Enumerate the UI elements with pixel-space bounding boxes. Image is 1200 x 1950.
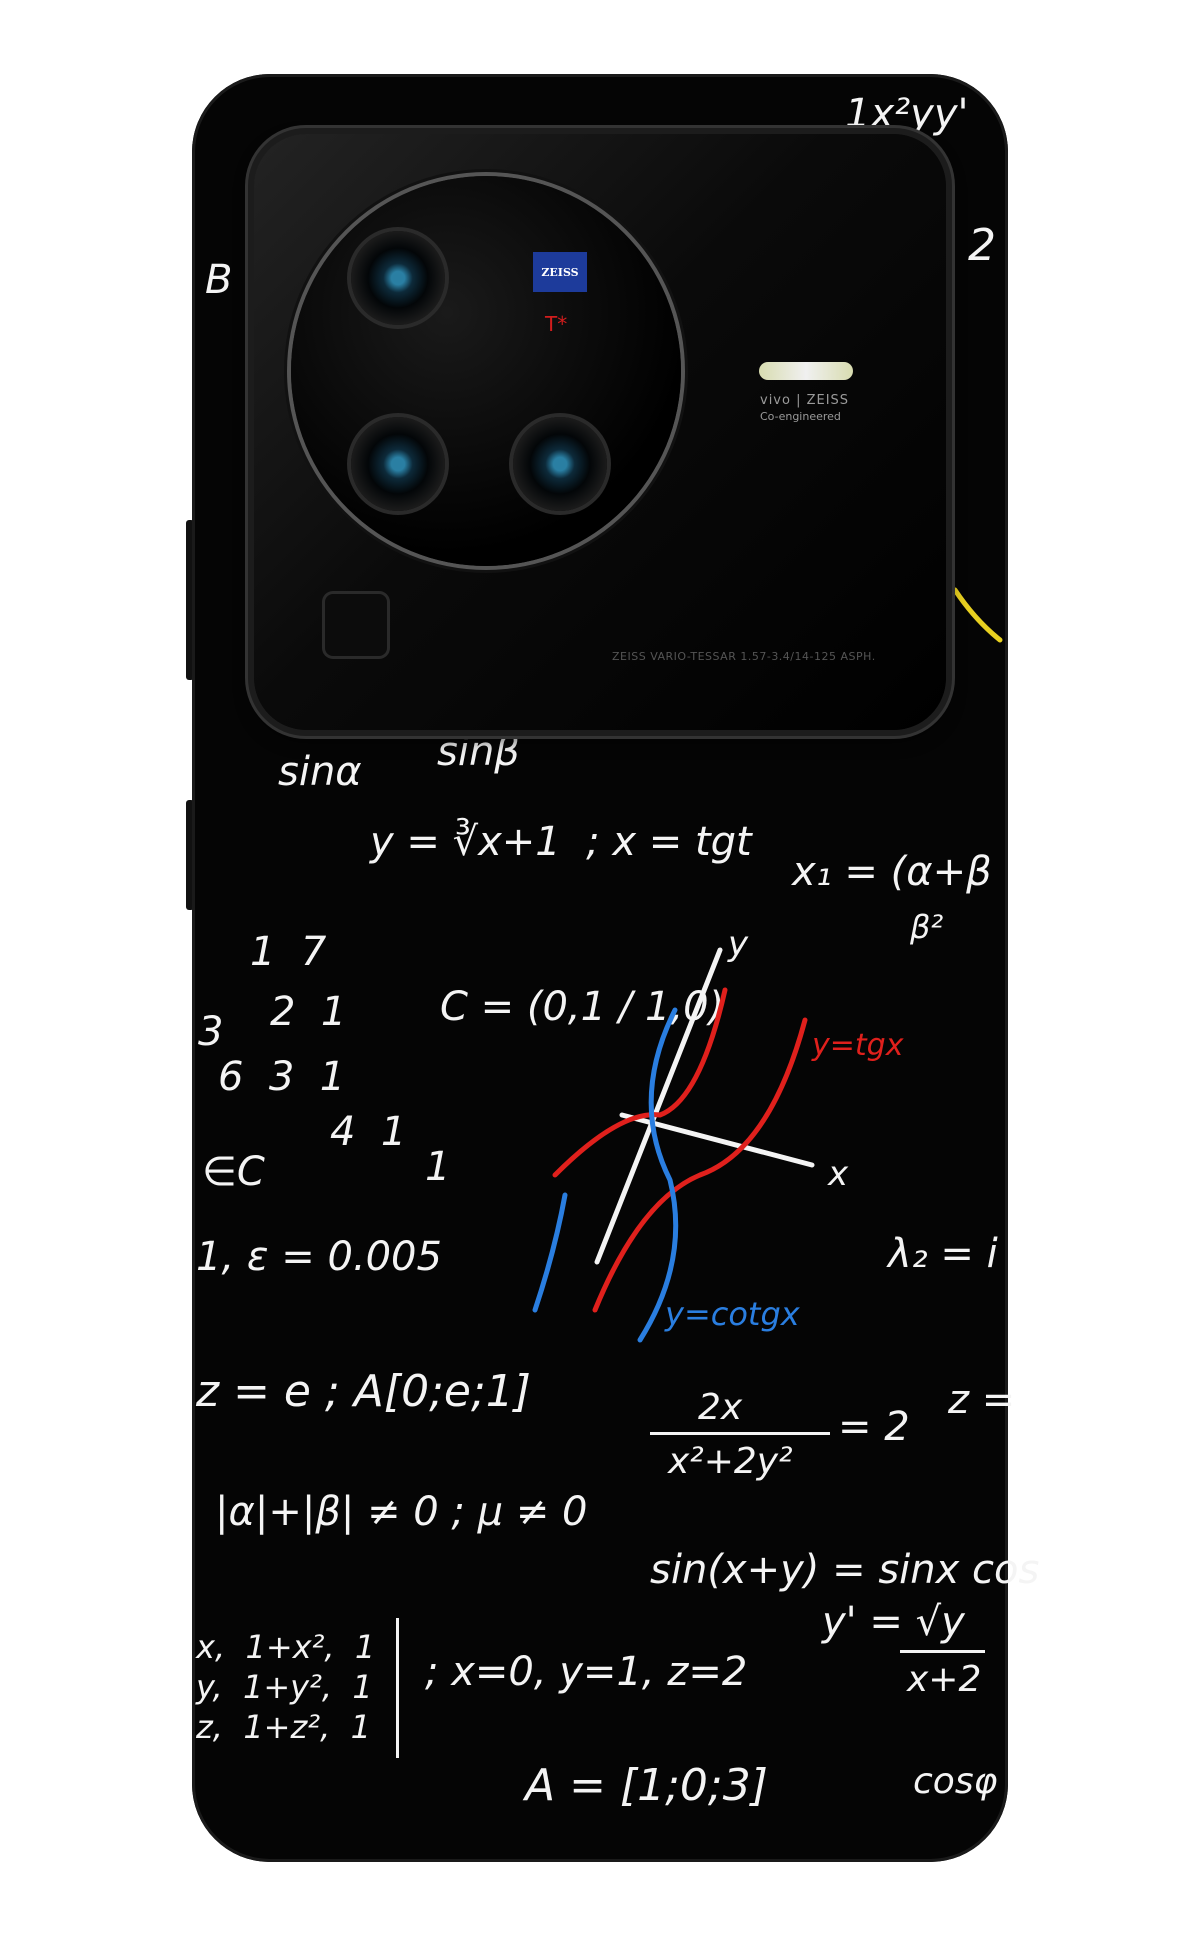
formula: 1 7: [250, 929, 327, 975]
formula: C = (0,1 / 1,0): [440, 984, 725, 1030]
formula: 2x: [698, 1387, 743, 1428]
formula: x, 1+x², 1: [196, 1628, 376, 1666]
formula: 2 1: [270, 989, 347, 1035]
formula: 2: [968, 220, 996, 271]
tangent-curve: [592, 1017, 808, 1313]
side-button-lower: [186, 800, 194, 910]
formula: β²: [910, 908, 944, 946]
t-star-mark: T*: [545, 312, 568, 336]
formula: sinβ: [437, 729, 520, 775]
formula: y, 1+y², 1: [196, 1668, 373, 1706]
graph-y-axis: [594, 947, 723, 1265]
axis-x-label: x: [827, 1154, 849, 1194]
periscope-sensor-icon: [325, 594, 387, 656]
lens-info: ZEISS VARIO-TESSAR 1.57-3.4/14-125 ASPH.: [612, 650, 876, 663]
formula: λ₂ = i: [888, 1231, 998, 1277]
brand-subline: Co-engineered: [760, 410, 841, 423]
tg-label: y=tgx: [811, 1028, 904, 1063]
formula: ∈C: [202, 1149, 265, 1195]
fraction-bar: [650, 1432, 830, 1435]
formula: 1: [425, 1144, 451, 1190]
fraction-bar: [900, 1650, 985, 1653]
formula: z = e ; A[0;e;1]: [196, 1366, 531, 1417]
formula: x²+2y²: [668, 1441, 793, 1482]
formula: 1x²yy': [845, 91, 969, 137]
formula: cosφ: [913, 1761, 998, 1802]
formula: |α|+|β| ≠ 0 ; μ ≠ 0: [215, 1489, 588, 1535]
cotg-label: y=cotgx: [664, 1295, 801, 1333]
camera-lens-icon: [351, 417, 445, 511]
matrix-bracket: [396, 1618, 399, 1758]
formula: sinα: [278, 749, 362, 795]
formula: z, 1+z², 1: [196, 1708, 371, 1746]
formula: B: [205, 257, 233, 303]
formula: A = [1;0;3]: [525, 1760, 768, 1811]
camera-ring: [291, 176, 681, 566]
axis-y-label: y: [727, 924, 749, 964]
formula: sin(x+y) = sinx cos: [650, 1547, 1040, 1593]
formula: z =: [948, 1377, 1016, 1423]
brand-line: vivo | ZEISS: [760, 393, 850, 408]
flash-icon: [759, 362, 853, 380]
tangent-curve: [552, 987, 728, 1178]
yellow-arc: [952, 587, 1003, 643]
formula: = 2: [838, 1404, 910, 1450]
formula: 6 3 1: [218, 1054, 346, 1100]
zeiss-logo: ZEISS: [533, 252, 587, 292]
cotangent-curve: [532, 1192, 568, 1313]
formula: 3: [198, 1009, 224, 1055]
camera-lens-icon: [351, 231, 445, 325]
formula: ; x=0, y=1, z=2: [425, 1649, 748, 1695]
camera-lens-icon: [513, 417, 607, 511]
formula: 4 1: [330, 1109, 407, 1155]
formula: x+2: [907, 1659, 982, 1700]
formula: 1, ε = 0.005: [196, 1234, 442, 1280]
formula: y = ∛x+1 ; x = tgt: [370, 819, 752, 865]
side-button-upper: [186, 520, 194, 680]
formula: y' = √y: [822, 1599, 965, 1645]
cotangent-curve: [637, 1007, 679, 1343]
formula: x₁ = (α+β: [792, 849, 992, 895]
